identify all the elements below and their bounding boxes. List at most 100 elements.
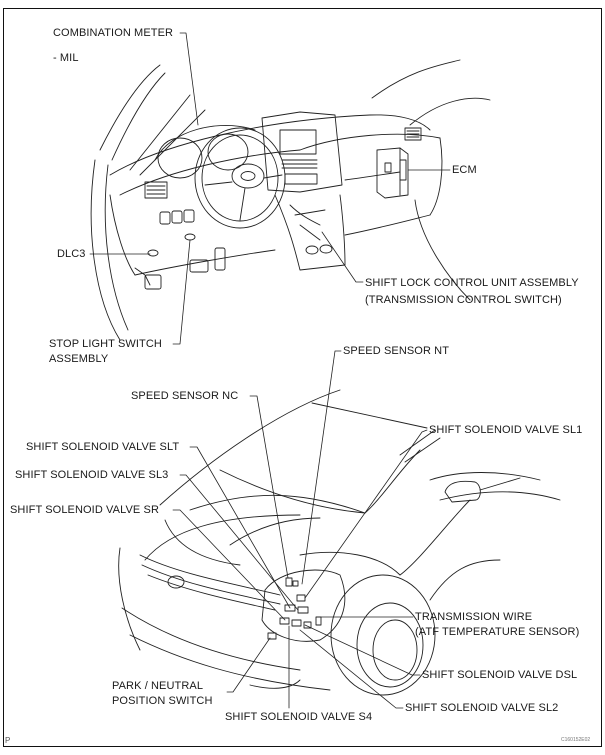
speed-sensor-nt-shape bbox=[292, 580, 299, 587]
bumper-left bbox=[118, 547, 141, 651]
label-dlc3: DLC3 bbox=[57, 248, 86, 260]
vent-left bbox=[144, 181, 168, 199]
vent-right bbox=[404, 127, 422, 141]
label-ssv-s4: SHIFT SOLENOID VALVE S4 bbox=[225, 711, 373, 723]
climate-panel bbox=[284, 173, 318, 185]
hood-curve bbox=[164, 519, 241, 566]
grille-line bbox=[141, 564, 281, 605]
a-pillar-line bbox=[139, 109, 206, 176]
bumper-bottom bbox=[129, 634, 331, 691]
center-stack bbox=[261, 111, 343, 193]
dashboard-top bbox=[109, 114, 431, 176]
label-stop-light-line1: STOP LIGHT SWITCH bbox=[49, 338, 162, 350]
hood-front bbox=[144, 514, 301, 561]
front-wheel-arch bbox=[330, 574, 436, 696]
vent-slats bbox=[146, 185, 166, 195]
leader-speed-sensor-nt bbox=[301, 350, 342, 585]
meter-gauge bbox=[207, 133, 249, 171]
figure-frame bbox=[3, 8, 602, 747]
label-shift-lock-line2: (TRANSMISSION CONTROL SWITCH) bbox=[365, 294, 562, 306]
fender-line bbox=[399, 499, 471, 576]
cupholder bbox=[319, 244, 333, 254]
vent-slats bbox=[406, 130, 420, 138]
windshield-lower bbox=[219, 469, 366, 514]
leader-lines bbox=[89, 32, 451, 709]
door-frame-line bbox=[90, 159, 121, 341]
cabin-view-illustration bbox=[90, 59, 491, 341]
dashboard-right-end bbox=[429, 137, 443, 216]
label-mil: - MIL bbox=[53, 52, 79, 64]
cupholder bbox=[305, 245, 319, 255]
body-side-line bbox=[429, 472, 541, 481]
roof-line bbox=[311, 402, 428, 429]
label-speed-sensor-nt: SPEED SENSOR NT bbox=[343, 345, 450, 357]
label-ssv-sl1: SHIFT SOLENOID VALVE SL1 bbox=[429, 424, 583, 436]
leader-park-neutral bbox=[226, 637, 271, 693]
leader-stop-light bbox=[172, 239, 191, 345]
side-mirror bbox=[444, 480, 481, 503]
atf-sensor-shape bbox=[315, 616, 322, 626]
wheel-rim bbox=[372, 619, 418, 681]
radio-slats bbox=[281, 159, 318, 169]
leader-ssv-sl3 bbox=[179, 474, 299, 611]
a-pillar-line bbox=[99, 64, 161, 151]
accelerator-pedal bbox=[214, 247, 226, 271]
solenoid-shape bbox=[303, 621, 312, 629]
panel-switch bbox=[183, 209, 195, 223]
leader-ssv-dsl bbox=[304, 624, 421, 676]
hood-line bbox=[189, 494, 366, 514]
dashboard-left-end bbox=[109, 194, 136, 276]
solenoid-shape bbox=[296, 594, 306, 602]
ecm-connector bbox=[399, 159, 407, 181]
steering-spokes bbox=[204, 174, 283, 221]
leader-ssv-sl1 bbox=[304, 429, 428, 599]
label-ssv-slt: SHIFT SOLENOID VALVE SLT bbox=[26, 441, 180, 453]
steering-hub bbox=[231, 163, 265, 189]
door-frame-line bbox=[104, 164, 129, 331]
meter-gauge bbox=[157, 137, 203, 179]
windshield-line bbox=[409, 97, 491, 126]
label-park-neutral-line2: POSITION SWITCH bbox=[112, 695, 213, 707]
headlamp bbox=[299, 551, 401, 576]
pedal-arm bbox=[134, 267, 151, 286]
label-speed-sensor-nc: SPEED SENSOR NC bbox=[131, 390, 239, 402]
leader-speed-sensor-nc bbox=[249, 395, 289, 579]
label-stop-light-line2: ASSEMBLY bbox=[49, 353, 109, 365]
rocker-line bbox=[429, 559, 501, 601]
ecm-clip bbox=[384, 162, 392, 173]
label-transmission-wire-line1: TRANSMISSION WIRE bbox=[415, 611, 533, 623]
windshield-line bbox=[371, 59, 461, 99]
label-park-neutral-line1: PARK / NEUTRAL bbox=[112, 680, 204, 692]
park-neutral-switch-shape bbox=[267, 632, 277, 640]
label-ssv-sr: SHIFT SOLENOID VALVE SR bbox=[10, 504, 160, 516]
leader-shift-lock bbox=[321, 231, 364, 283]
bumper-lower bbox=[121, 607, 301, 671]
ecm-bracket-line bbox=[344, 171, 401, 181]
door-line-right bbox=[414, 199, 471, 301]
body-side-line bbox=[439, 491, 561, 501]
figure-code: C160152E02 bbox=[561, 737, 591, 743]
stop-light-switch-shape bbox=[184, 233, 196, 241]
label-transmission-wire-line2: (ATF TEMPERATURE SENSOR) bbox=[415, 626, 580, 638]
label-ssv-sl2: SHIFT SOLENOID VALVE SL2 bbox=[405, 702, 559, 714]
dashboard-lower-edge bbox=[344, 214, 431, 236]
solenoid-shape bbox=[279, 617, 290, 625]
logo-emblem bbox=[240, 171, 256, 181]
leader-ssv-sl2 bbox=[299, 629, 404, 709]
label-ssv-dsl: SHIFT SOLENOID VALVE DSL bbox=[422, 669, 578, 681]
meter-hood bbox=[154, 124, 256, 161]
vehicle-view-illustration bbox=[118, 389, 561, 696]
grille-top bbox=[139, 554, 281, 596]
dashboard-line bbox=[299, 133, 441, 151]
a-pillar-trim bbox=[399, 429, 441, 463]
speed-sensor-nc-shape bbox=[285, 577, 293, 587]
dashboard-lower-edge bbox=[134, 249, 276, 276]
label-ecm: ECM bbox=[452, 164, 477, 176]
steering-wheel bbox=[194, 127, 286, 229]
door-line bbox=[479, 477, 521, 491]
hood-crease bbox=[229, 517, 321, 546]
leader-ssv-sr bbox=[172, 509, 286, 621]
dashboard-line bbox=[119, 149, 301, 196]
label-ssv-sl3: SHIFT SOLENOID VALVE SL3 bbox=[15, 469, 169, 481]
